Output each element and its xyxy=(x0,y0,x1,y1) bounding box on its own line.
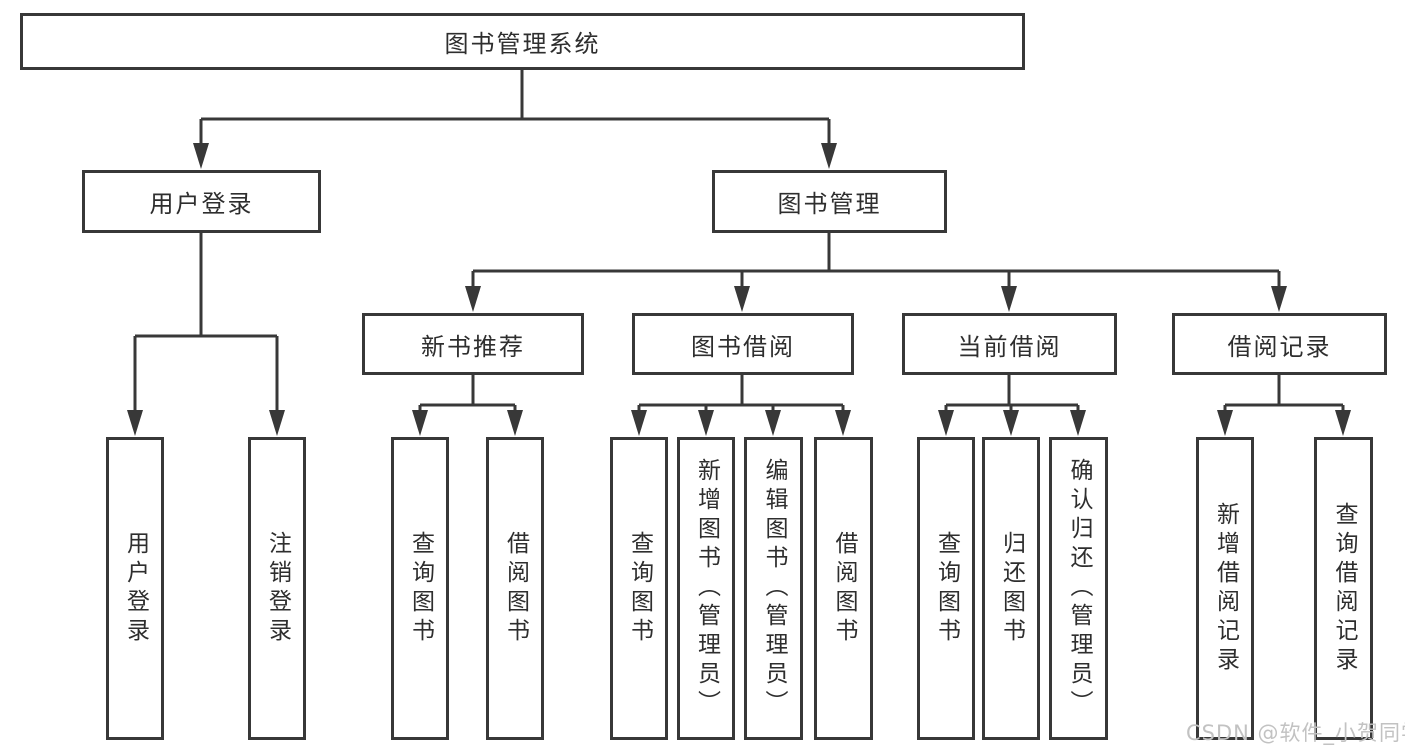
leaf-confirm-return-admin: 确认归还（管理员） xyxy=(1049,437,1108,740)
leaf-add-borrow-record: 新增借阅记录 xyxy=(1196,437,1254,740)
leaf-edit-book-admin: 编辑图书（管理员） xyxy=(744,437,803,740)
node-book-management: 图书管理 xyxy=(712,170,947,233)
leaf-query-books-recommend: 查询图书 xyxy=(391,437,449,740)
leaf-query-books-current: 查询图书 xyxy=(917,437,975,740)
leaf-query-borrow-record: 查询借阅记录 xyxy=(1314,437,1373,740)
node-borrowing-records: 借阅记录 xyxy=(1172,313,1387,375)
node-current-borrowing: 当前借阅 xyxy=(902,313,1117,375)
node-root: 图书管理系统 xyxy=(20,13,1025,70)
leaf-borrow-books-recommend: 借阅图书 xyxy=(486,437,544,740)
leaf-return-books: 归还图书 xyxy=(982,437,1040,740)
leaf-user-login: 用户登录 xyxy=(106,437,164,740)
leaf-add-book-admin: 新增图书（管理员） xyxy=(677,437,735,740)
leaf-query-books-borrowing: 查询图书 xyxy=(610,437,668,740)
leaf-logout: 注销登录 xyxy=(248,437,306,740)
node-book-borrowing: 图书借阅 xyxy=(632,313,854,375)
arrowheads xyxy=(127,143,1351,436)
node-user-login: 用户登录 xyxy=(82,170,321,233)
leaf-borrow-books-borrowing: 借阅图书 xyxy=(814,437,873,740)
watermark: CSDN @软件_小贺同学 xyxy=(1186,721,1405,745)
node-new-book-recommendation: 新书推荐 xyxy=(362,313,584,375)
